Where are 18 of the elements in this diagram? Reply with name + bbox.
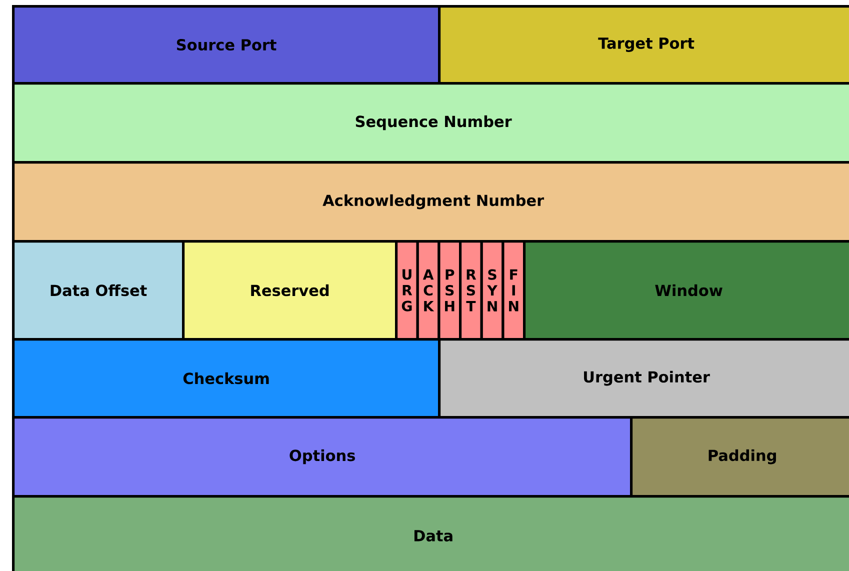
field-box: Acknowledgment Number (12, 161, 849, 243)
field-box: Data Offset (12, 240, 185, 341)
field-box: Target Port (438, 5, 849, 85)
field-box: SYN (480, 240, 504, 341)
field-box: ACK (416, 240, 440, 341)
field-box: PSH (438, 240, 462, 341)
field-box: RST (459, 240, 483, 341)
field-box: Reserved (182, 240, 398, 341)
field-box: Window (523, 240, 849, 341)
field-box: URG (395, 240, 419, 341)
field-box: Padding (630, 416, 849, 498)
field-box: Urgent Pointer (438, 338, 849, 419)
field-box: Sequence Number (12, 82, 849, 164)
field-box: Source Port (12, 5, 441, 85)
field-box: Data (12, 495, 849, 571)
field-box: Options (12, 416, 633, 498)
field-box: Checksum (12, 338, 441, 419)
field-box: FIN (502, 240, 526, 341)
